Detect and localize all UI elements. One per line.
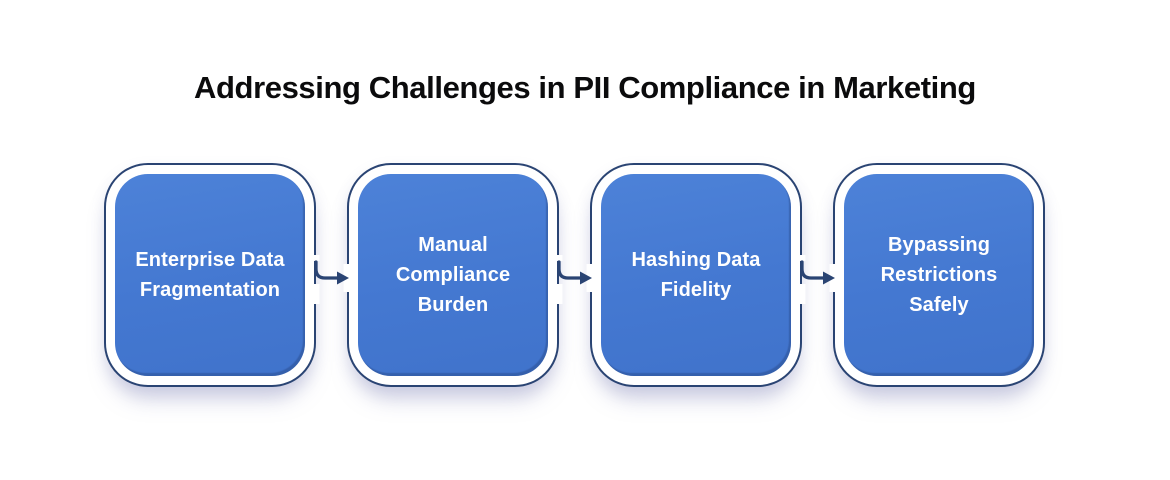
step-box-enterprise-data-fragmentation: Enterprise Data Fragmentation — [104, 163, 316, 387]
step-inner-panel: Bypassing Restrictions Safely — [844, 174, 1034, 376]
step-label-line: Manual — [418, 234, 488, 256]
step-label-line: Hashing Data — [631, 249, 761, 271]
arrow-right-icon — [557, 260, 592, 285]
step-label-line: Compliance — [395, 264, 511, 286]
step-label-line: Fidelity — [660, 279, 732, 301]
step-label-line: Bypassing — [887, 234, 991, 256]
step-label-line: Fragmentation — [139, 279, 281, 301]
arrow-right-icon — [314, 260, 349, 285]
step-box-manual-compliance-burden: Manual Compliance Burden — [347, 163, 559, 387]
step-label-line: Safely — [909, 294, 969, 316]
step-label-line: Burden — [417, 294, 489, 316]
step-label-line: Enterprise Data — [135, 249, 285, 271]
step-box-hashing-data-fidelity: Hashing Data Fidelity — [590, 163, 802, 387]
step-inner-panel: Hashing Data Fidelity — [601, 174, 791, 376]
page-title: Addressing Challenges in PII Compliance … — [194, 70, 976, 105]
arrow-right-icon — [800, 260, 835, 285]
step-box-bypassing-restrictions-safely: Bypassing Restrictions Safely — [833, 163, 1045, 387]
step-label-line: Restrictions — [880, 264, 998, 286]
step-inner-panel: Manual Compliance Burden — [358, 174, 548, 376]
step-inner-panel: Enterprise Data Fragmentation — [115, 174, 305, 376]
